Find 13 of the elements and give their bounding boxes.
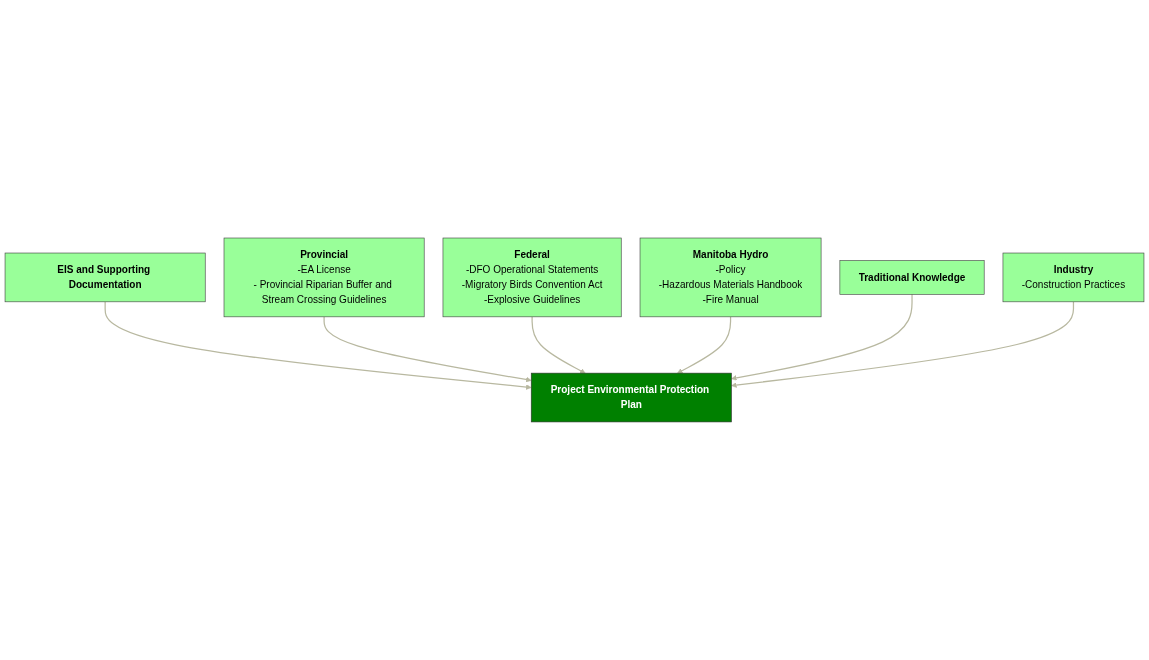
node-box: Traditional Knowledge bbox=[839, 260, 985, 295]
arrow bbox=[104, 301, 532, 390]
node-box: Federal -DFO Operational Statements -Migratory Birds Convention Act -Explosive Guidelines bbox=[442, 237, 622, 318]
node-box: EIS and Supporting Documentation bbox=[4, 252, 206, 303]
arrow bbox=[531, 316, 586, 374]
arrow bbox=[731, 293, 913, 381]
arrow bbox=[677, 316, 732, 374]
arrow bbox=[323, 316, 532, 383]
node-box: Manitoba Hydro -Policy -Hazardous Materials Handbook -Fire Manual bbox=[639, 237, 822, 318]
node-box: Project Environmental Protection Plan bbox=[530, 372, 732, 423]
arrow bbox=[731, 301, 1075, 388]
node-box: Industry -Construction Practices bbox=[1002, 252, 1145, 303]
node-box: Provincial -EA License - Provincial Riparian Buffer and Stream Crossing Guidelines bbox=[223, 237, 425, 318]
